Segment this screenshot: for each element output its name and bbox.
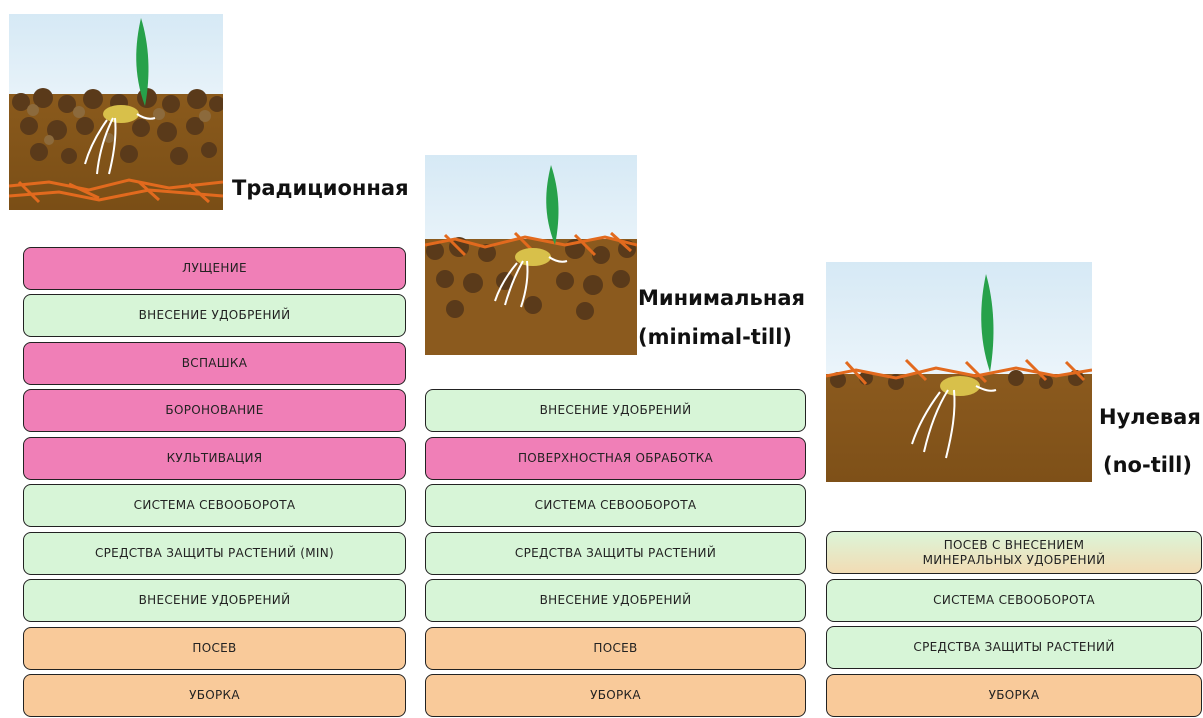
column-title-notill-line1: Нулевая [1099,400,1201,434]
step-sowing-with-fertilizing: ПОСЕВ С ВНЕСЕНИЕМ МИНЕРАЛЬНЫХ УДОБРЕНИЙ [826,531,1202,574]
step-sowing-with-fertilizing-line1: ПОСЕВ С ВНЕСЕНИЕМ [944,538,1085,553]
step-harvest: УБОРКА [23,674,406,717]
soil-illustration-notill [826,262,1092,482]
column-title-minimal-line1: Минимальная [638,281,805,315]
step-fertilizing: ВНЕСЕНИЕ УДОБРЕНИЙ [23,294,406,337]
step-cultivation: КУЛЬТИВАЦИЯ [23,437,406,480]
step-crop-rotation: СИСТЕМА СЕВООБОРОТА [23,484,406,527]
step-crop-rotation: СИСТЕМА СЕВООБОРОТА [425,484,806,527]
step-plowing: ВСПАШКА [23,342,406,385]
column-title-notill-line2: (no-till) [1103,448,1192,482]
step-plant-protection: СРЕДСТВА ЗАЩИТЫ РАСТЕНИЙ [826,626,1202,669]
step-harvest: УБОРКА [826,674,1202,717]
step-harrowing: БОРОНОВАНИЕ [23,389,406,432]
soil-illustration-minimal [425,155,637,355]
step-sowing: ПОСЕВ [425,627,806,670]
step-fertilizing: ВНЕСЕНИЕ УДОБРЕНИЙ [425,579,806,622]
step-plant-protection: СРЕДСТВА ЗАЩИТЫ РАСТЕНИЙ [425,532,806,575]
step-fertilizing: ВНЕСЕНИЕ УДОБРЕНИЙ [425,389,806,432]
step-peeling: ЛУЩЕНИЕ [23,247,406,290]
step-harvest: УБОРКА [425,674,806,717]
column-title-minimal-line2: (minimal-till) [638,320,792,354]
step-sowing: ПОСЕВ [23,627,406,670]
soil-illustration-traditional [9,14,223,210]
step-sowing-with-fertilizing-line2: МИНЕРАЛЬНЫХ УДОБРЕНИЙ [923,553,1106,568]
column-title-traditional: Традиционная [232,171,409,205]
step-plant-protection: СРЕДСТВА ЗАЩИТЫ РАСТЕНИЙ (MIN) [23,532,406,575]
step-fertilizing: ВНЕСЕНИЕ УДОБРЕНИЙ [23,579,406,622]
step-surface-tillage: ПОВЕРХНОСТНАЯ ОБРАБОТКА [425,437,806,480]
step-crop-rotation: СИСТЕМА СЕВООБОРОТА [826,579,1202,622]
